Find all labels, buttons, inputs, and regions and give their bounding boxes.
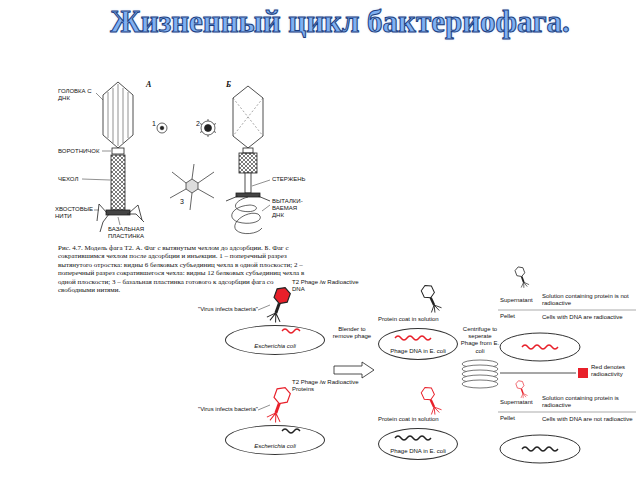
legend-swatch [578, 368, 588, 378]
cell-ellipse: Phage DNA in E. coli [378, 328, 458, 360]
illustration-part [258, 405, 270, 410]
legend-text: Red denotes radioactivity [591, 364, 636, 378]
cell-text: Phage DNA in E. coli [390, 348, 446, 355]
illustration-part [96, 93, 103, 100]
illustration-part [226, 196, 270, 201]
illustration-part [233, 86, 263, 148]
cell-ellipse: Escherichia coli [225, 425, 325, 455]
part-label: ВОРОТНИЧОК [58, 148, 104, 155]
cell-ellipse: Escherichia coli [225, 325, 325, 355]
illustration-part [462, 380, 498, 388]
phage-a-drawing [97, 82, 144, 232]
illustration-part [334, 362, 374, 378]
illustration-part [205, 125, 212, 132]
illustration-part [500, 373, 576, 374]
cell-text: Escherichia coli [254, 443, 296, 450]
callout-letter: Б [226, 80, 238, 90]
part-label: БАЗАЛЬНАЯ ПЛАСТИНКА [108, 226, 154, 240]
note-label: T2 Phage /w Radioactive Proteins [292, 379, 360, 393]
cell-ellipse: Phage DNA in E. coli [378, 428, 458, 460]
note-label: Protein coat in solution [378, 416, 462, 423]
illustration-part [395, 436, 431, 440]
illustration-part [266, 285, 291, 324]
note-label: "Virus infects bacteria" [198, 306, 258, 313]
illustration-part [522, 345, 558, 349]
illustration-part [200, 119, 216, 137]
cell-text: Phage DNA in E. coli [390, 448, 446, 455]
illustration-part [232, 197, 262, 234]
illustration-part [514, 265, 529, 288]
callout-number: 1 [152, 120, 160, 128]
illustration-part [252, 180, 270, 186]
illustration-part [420, 385, 442, 416]
illustration-part [266, 385, 291, 424]
part-label: ХВОСТОВЫЕ НИТИ [55, 206, 95, 220]
note-label: Pellet [500, 415, 540, 422]
note-label: Supernatant [500, 399, 540, 406]
illustration-part [245, 173, 251, 193]
part-label: ВЫТАЛКИ-ВАЕМАЯ ДНК [272, 198, 310, 220]
illustration-part [515, 380, 528, 399]
illustration-part [102, 151, 111, 152]
step-label: Centrifuge to seperate Phage from E. col… [459, 326, 501, 355]
illustration-part [500, 333, 580, 361]
illustration-part [186, 179, 198, 193]
step-label: Blender to remove phage [330, 326, 374, 340]
illustration-part [106, 210, 130, 215]
part-label: ЧЕХОЛ [58, 176, 88, 183]
illustration-part [112, 148, 124, 154]
illustration-part [94, 210, 99, 211]
figure-caption: Рис. 4.7. Модель фага T2. А. Фаг с вытян… [58, 244, 310, 294]
note-label: Solution containing protein is radioacti… [542, 395, 636, 409]
note-label: Pellet [500, 313, 540, 320]
illustration-part [395, 336, 431, 340]
illustration-part [157, 123, 167, 133]
illustration-part [103, 82, 133, 148]
illustration-part [233, 98, 263, 136]
illustration-part [160, 126, 164, 130]
note-label: Supernatant [500, 297, 540, 304]
illustration-part [201, 121, 215, 135]
callout-number: 2 [196, 120, 204, 128]
illustration-part [282, 429, 300, 433]
illustration-part [462, 360, 498, 388]
illustration-part [236, 193, 260, 197]
illustration-part [262, 205, 270, 211]
page-title: Жизненный цикл бактериофага. [100, 4, 580, 40]
illustration-part [498, 412, 636, 413]
experiment-drawing [266, 265, 636, 463]
illustration-part [258, 305, 270, 310]
part-label: СТЕРЖЕНЬ [272, 176, 310, 183]
callout-number: 3 [180, 198, 188, 206]
note-label: Solution containing protein is not radio… [542, 293, 636, 307]
note-label: "Virus infects bacteria" [198, 406, 258, 413]
illustration-part [243, 148, 253, 153]
note-label: Cells with DNA are radioactive [542, 314, 636, 321]
phage-b-drawing [226, 86, 270, 234]
illustration-part [111, 155, 125, 210]
note-label: Cells with DNA are not radioactive [542, 416, 636, 423]
note-label: Protein coat in solution [378, 316, 462, 323]
illustration-part [500, 435, 580, 463]
illustration-part [522, 447, 558, 451]
illustration-part [118, 217, 120, 225]
illustration-part [82, 179, 110, 180]
cross-section-icons [157, 119, 216, 210]
part-label: ГОЛОВКА С ДНК [58, 88, 96, 102]
illustration-part [170, 164, 214, 210]
illustration-part [282, 329, 300, 333]
illustration-part [108, 84, 128, 146]
callout-letter: А [146, 80, 158, 90]
note-label: T2 Phage /w Radioactive DNA [292, 279, 360, 293]
illustration-part [420, 283, 442, 314]
illustration-part [498, 310, 636, 311]
cell-text: Escherichia coli [254, 343, 296, 350]
illustration-part [239, 153, 257, 173]
